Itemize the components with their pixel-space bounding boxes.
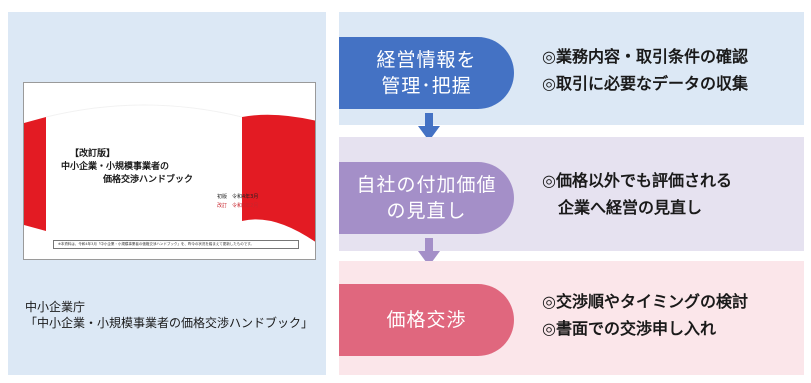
cover-date-initial: 初版 令和4年3月 <box>217 194 259 200</box>
step-row-2: 自社の付加価値 の見直し ◎価格以外でも評価される 企業へ経営の見直し <box>339 137 804 251</box>
step-row-1: 経営情報を 管理･把握 ◎業務内容・取引条件の確認 ◎取引に必要なデータの収集 <box>339 12 804 125</box>
step-row-3: 価格交渉 ◎交渉順やタイミングの検討 ◎書面での交渉申し入れ <box>339 261 804 375</box>
cover-footnote: ※本資料は、令和4年3月「中小企業・小規模事業者の価格交渉ハンドブック」を、昨今… <box>53 240 299 249</box>
step-1-label-line2: 管理･把握 <box>381 75 472 97</box>
step-1-label: 経営情報を 管理･把握 <box>339 37 514 109</box>
cover-heading-line1: 【改訂版】 <box>70 149 116 159</box>
step-2-bullet-1: ◎価格以外でも評価される <box>542 171 732 190</box>
step-3-bullet-1: ◎交渉順やタイミングの検討 <box>542 292 748 311</box>
handbook-panel: 【改訂版】 中小企業・小規模事業者の 価格交渉ハンドブック 初版 令和4年3月 … <box>8 12 326 375</box>
step-2-label: 自社の付加価値 の見直し <box>339 162 514 234</box>
cover-red-wave-graphic <box>24 104 315 242</box>
step-3-label-line1: 価格交渉 <box>386 309 467 331</box>
step-1-bullet-1: ◎業務内容・取引条件の確認 <box>542 47 748 66</box>
down-arrow-icon <box>418 113 440 141</box>
cover-date-revised: 改訂 令和6年2月 <box>217 203 259 209</box>
step-1-bullet-2: ◎取引に必要なデータの収集 <box>542 74 748 93</box>
step-2-bullets: ◎価格以外でも評価される 企業へ経営の見直し <box>542 167 732 221</box>
step-3-bullets: ◎交渉順やタイミングの検討 ◎書面での交渉申し入れ <box>542 288 748 342</box>
handbook-cover-image: 【改訂版】 中小企業・小規模事業者の 価格交渉ハンドブック 初版 令和4年3月 … <box>23 82 316 260</box>
step-2-label-line2: の見直し <box>386 200 467 222</box>
cover-title: 【改訂版】 中小企業・小規模事業者の 価格交渉ハンドブック <box>61 148 193 187</box>
source-document: 「中小企業・小規模事業者の価格交渉ハンドブック」 <box>25 316 314 330</box>
step-3-label: 価格交渉 <box>339 284 514 356</box>
step-3-bullet-2: ◎書面での交渉申し入れ <box>542 319 716 338</box>
down-arrow-icon <box>418 238 440 266</box>
step-2-bullet-2: 企業へ経営の見直し <box>542 198 703 217</box>
source-agency: 中小企業庁 <box>25 300 86 314</box>
cover-heading-line2: 中小企業・小規模事業者の <box>61 162 170 172</box>
cover-heading-line3: 価格交渉ハンドブック <box>103 175 194 185</box>
step-1-label-line1: 経営情報を <box>376 49 477 71</box>
step-2-label-line1: 自社の付加価値 <box>356 174 497 196</box>
step-1-bullets: ◎業務内容・取引条件の確認 ◎取引に必要なデータの収集 <box>542 43 748 97</box>
